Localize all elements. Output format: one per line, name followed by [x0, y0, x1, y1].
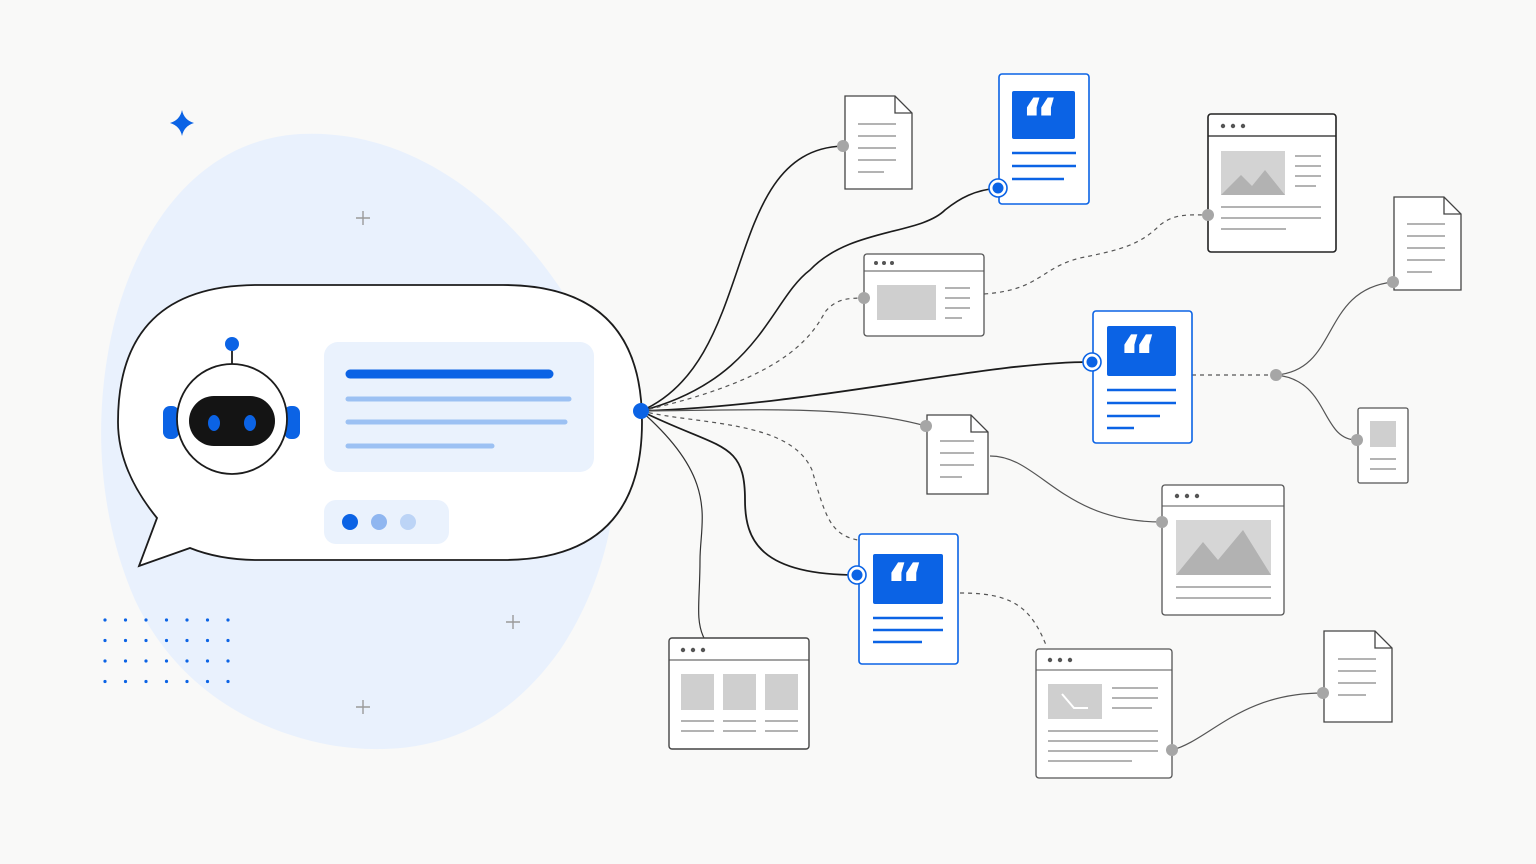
grid-dot — [185, 638, 189, 643]
grid-dot — [123, 659, 128, 663]
grid-dot — [103, 659, 107, 663]
robot-icon — [163, 337, 300, 475]
grid-dot — [185, 679, 189, 684]
typing-dot — [371, 514, 387, 530]
image-placeholder — [765, 674, 798, 710]
quote-icon: “ — [885, 551, 924, 621]
grid-dot — [205, 618, 210, 622]
connection-line — [989, 455, 1163, 523]
document-card[interactable] — [1323, 630, 1393, 723]
grid-dot — [205, 679, 210, 684]
plus-marks — [356, 211, 520, 714]
connection-line-dashed — [959, 592, 1047, 646]
grid-dot — [103, 618, 107, 622]
connection-node — [1317, 687, 1329, 699]
connection-line — [1275, 374, 1358, 441]
connection-line — [640, 409, 927, 427]
connection-node — [858, 292, 870, 304]
grid-dot — [103, 679, 107, 684]
quote-icon: “ — [1118, 323, 1157, 393]
connection-line — [640, 410, 858, 576]
image-placeholder — [681, 674, 714, 710]
chat-bubble — [117, 284, 643, 568]
connection-line-dashed — [640, 297, 865, 412]
citation-node — [1082, 352, 1102, 372]
dot-grid — [103, 618, 230, 684]
connection-line — [640, 145, 844, 412]
connection-node — [837, 140, 849, 152]
grid-dot — [226, 679, 230, 684]
document-card[interactable] — [844, 95, 913, 190]
citation-node — [988, 178, 1008, 198]
grid-dot — [144, 618, 148, 622]
grid-dot — [226, 638, 230, 643]
plus-icon — [356, 211, 370, 225]
grid-dot — [123, 638, 128, 643]
connection-node — [920, 420, 932, 432]
hub-node — [633, 403, 649, 419]
browser-window[interactable] — [1207, 113, 1337, 253]
grid-dot — [123, 618, 128, 622]
citation-node — [847, 565, 867, 585]
grid-dot — [164, 679, 169, 684]
connection-line — [640, 361, 1092, 412]
grid-dot — [103, 638, 107, 643]
connection-line — [640, 187, 999, 412]
browser-window[interactable] — [1161, 484, 1285, 616]
sparkle-icon — [170, 110, 194, 136]
connections — [640, 145, 1394, 751]
connection-line-dashed — [983, 214, 1209, 295]
image-placeholder — [723, 674, 756, 710]
quote-card[interactable]: “ — [1092, 310, 1193, 444]
connection-line-dashed — [640, 410, 859, 541]
plus-icon — [356, 700, 370, 714]
grid-dot — [123, 679, 128, 684]
grid-dot — [164, 638, 169, 643]
document-card[interactable] — [1393, 196, 1462, 291]
connection-node — [1387, 276, 1399, 288]
small-card[interactable] — [1357, 407, 1409, 484]
grid-dot — [144, 679, 148, 684]
quote-card[interactable]: “ — [858, 533, 959, 665]
image-placeholder — [1048, 684, 1102, 719]
grid-dot — [144, 638, 148, 643]
connection-line — [1275, 281, 1394, 376]
document-card[interactable] — [926, 414, 989, 495]
quote-icon: “ — [1021, 86, 1059, 154]
grid-dot — [185, 659, 189, 663]
grid-dot — [205, 638, 210, 643]
image-placeholder — [877, 285, 936, 320]
grid-dot — [164, 659, 169, 663]
browser-window[interactable] — [668, 637, 810, 750]
connection-node — [1202, 209, 1214, 221]
message-card — [324, 342, 594, 472]
grid-dot — [226, 659, 230, 663]
connection-node — [1166, 744, 1178, 756]
connection-node — [1270, 369, 1282, 381]
connection-node — [1351, 434, 1363, 446]
grid-dot — [205, 659, 210, 663]
connection-node — [1156, 516, 1168, 528]
connection-line — [1171, 692, 1324, 751]
connection-line — [640, 410, 705, 639]
grid-dot — [226, 618, 230, 622]
grid-dot — [144, 659, 148, 663]
typing-indicator — [324, 500, 449, 544]
plus-icon — [506, 615, 520, 629]
browser-window[interactable] — [863, 253, 985, 337]
image-placeholder — [1370, 421, 1396, 447]
typing-dot — [342, 514, 358, 530]
grid-dot — [185, 618, 189, 622]
quote-card[interactable]: “ — [998, 73, 1090, 205]
typing-dot — [400, 514, 416, 530]
grid-dot — [164, 618, 169, 622]
browser-window[interactable] — [1035, 648, 1173, 779]
